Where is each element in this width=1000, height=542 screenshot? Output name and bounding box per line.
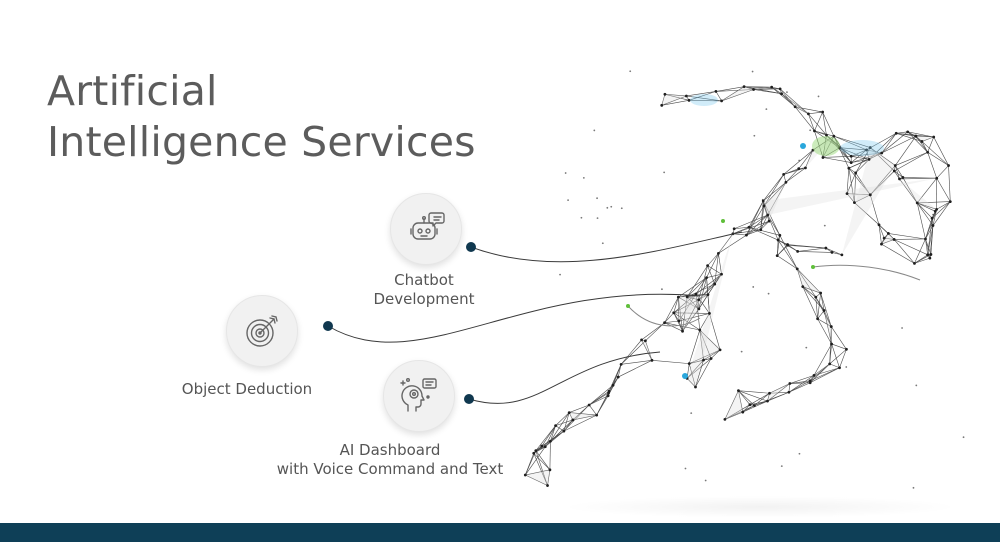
footer-bar bbox=[0, 523, 1000, 542]
connector-dashboard bbox=[468, 351, 661, 404]
target-icon bbox=[246, 315, 278, 347]
page-title: Artificial Intelligence Services bbox=[47, 66, 476, 168]
accent-dots bbox=[626, 143, 815, 379]
ai-dashboard-service-button[interactable] bbox=[383, 360, 455, 432]
object-deduction-label-line-1: Object Deduction bbox=[181, 380, 313, 398]
ai-dashboard-label-line-1: AI Dashboard bbox=[339, 441, 441, 459]
title-line-1: Artificial bbox=[47, 67, 218, 115]
connector-object bbox=[327, 293, 701, 343]
chatbot-connector-dot bbox=[466, 242, 476, 252]
head-glow bbox=[690, 94, 884, 156]
ai-dashboard-label: AI Dashboard with Voice Command and Text bbox=[272, 441, 508, 479]
object-deduction-label: Object Deduction bbox=[166, 380, 328, 399]
polygon-mesh bbox=[525, 86, 951, 486]
chatbot-label-line-1: Chatbot bbox=[394, 271, 454, 289]
connector-curves bbox=[327, 231, 921, 404]
ai-dashboard-connector-dot bbox=[464, 394, 474, 404]
chatbot-icon bbox=[410, 212, 445, 240]
chatbot-label: Chatbot Development bbox=[344, 271, 504, 309]
connector-extra-2 bbox=[812, 264, 921, 281]
chatbot-label-line-2: Development bbox=[373, 290, 475, 308]
object-deduction-connector-dot bbox=[323, 321, 333, 331]
object-deduction-service-button[interactable] bbox=[226, 295, 298, 367]
ai-head-icon bbox=[400, 378, 437, 412]
connector-extra-1 bbox=[627, 305, 701, 327]
title-line-2: Intelligence Services bbox=[47, 118, 476, 166]
mesh-nodes bbox=[523, 70, 965, 489]
figure-shadow bbox=[560, 496, 960, 518]
chatbot-service-button[interactable] bbox=[390, 193, 462, 265]
ai-dashboard-label-line-2: with Voice Command and Text bbox=[276, 460, 504, 478]
connector-chatbot bbox=[470, 231, 743, 263]
faded-subtitle-decoration: ▁▁▁▁▁▁▁▁▁▁ bbox=[64, 188, 248, 202]
